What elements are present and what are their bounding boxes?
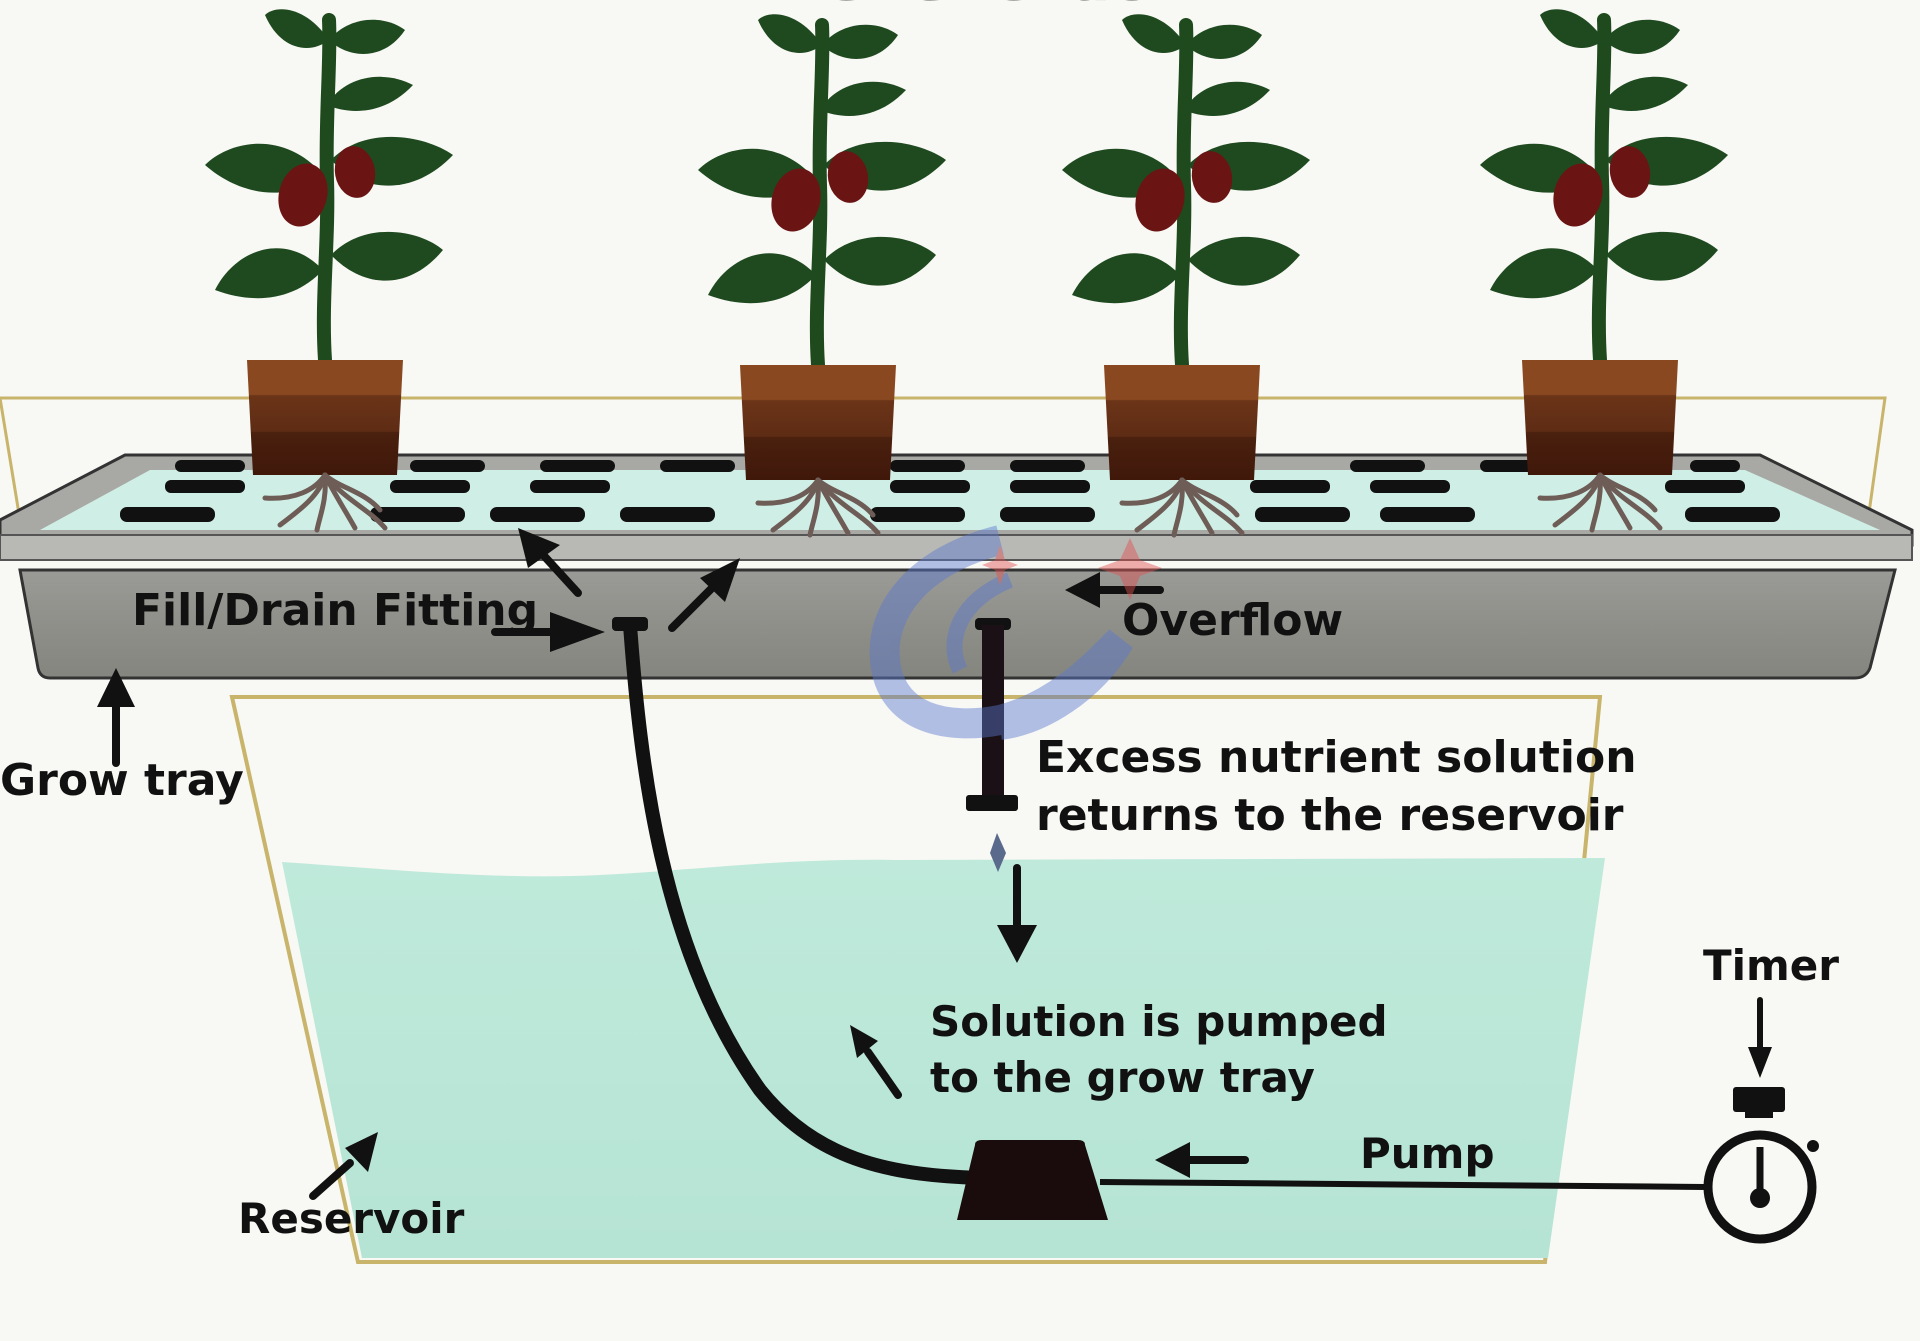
arrow-up-left <box>518 528 582 597</box>
label-excess-line1: Excess nutrient solution <box>1036 732 1637 783</box>
arrow-grow-tray-up <box>97 668 135 767</box>
arrow-up-right <box>668 558 740 632</box>
timer-icon <box>1703 1087 1819 1244</box>
label-fill-drain-fitting: Fill/Drain Fitting <box>132 585 538 636</box>
arrow-overflow-left <box>1065 572 1164 608</box>
grow-tray-back-outline <box>0 396 1887 521</box>
power-cord <box>1099 1179 1706 1190</box>
reservoir <box>229 695 1605 1264</box>
plant-4 <box>1480 9 1728 530</box>
label-timer: Timer <box>1703 941 1839 990</box>
pump <box>957 1140 1108 1220</box>
label-pumped-line1: Solution is pumped <box>930 997 1388 1046</box>
grow-tray <box>0 453 1914 680</box>
plant-1 <box>205 9 453 530</box>
label-reservoir: Reservoir <box>238 1194 465 1243</box>
arrow-timer-down <box>1748 997 1772 1078</box>
arrow-pumped-up-left <box>850 1025 902 1099</box>
arrow-reservoir-up-right <box>309 1132 378 1200</box>
label-pumped-line2: to the grow tray <box>930 1053 1315 1102</box>
nutrient-solution <box>282 858 1605 1258</box>
watermark-logo <box>869 525 1162 740</box>
droplet-icon <box>990 833 1006 872</box>
arrow-fill-drain-right <box>491 612 605 652</box>
label-excess-line2: returns to the reservoir <box>1036 790 1624 841</box>
overflow-pipe <box>966 618 1018 811</box>
fill-drain-tube <box>612 617 981 1185</box>
label-pump: Pump <box>1360 1129 1495 1178</box>
arrow-overflow-down <box>997 864 1037 963</box>
label-grow-tray: Grow tray <box>0 755 244 806</box>
arrow-pump-left <box>1155 1142 1249 1178</box>
arrows <box>97 528 1772 1200</box>
watermark-text: Chenchao <box>825 0 1155 15</box>
label-overflow: Overflow <box>1122 595 1343 646</box>
